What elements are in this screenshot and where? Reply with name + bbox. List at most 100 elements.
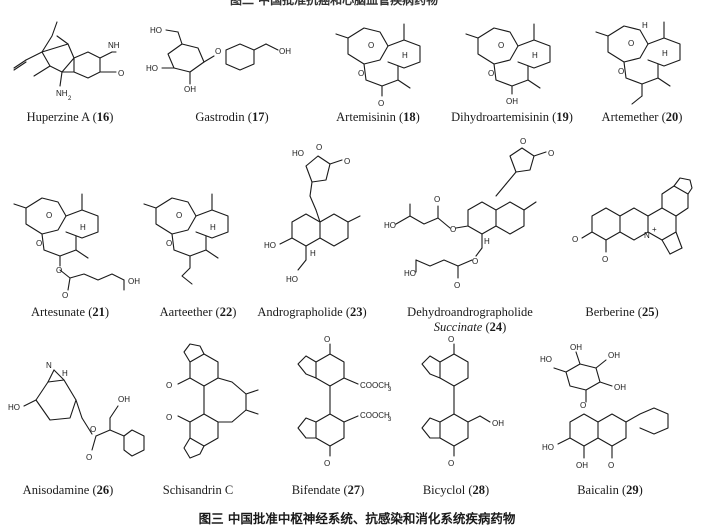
bicyclol-structure: OH O O xyxy=(421,335,504,468)
svg-text:H: H xyxy=(62,369,68,378)
svg-text:O: O xyxy=(448,459,454,468)
artesunate-structure: O O O O OH H xyxy=(13,193,140,300)
caption-dihydroartemisinin: Dihydroartemisinin (19) xyxy=(451,110,573,124)
svg-text:O: O xyxy=(118,69,124,78)
svg-text:NH: NH xyxy=(108,41,120,50)
svg-text:O: O xyxy=(36,239,42,248)
caption-dehydroandrographolide-succinate: Dehydroandrographolide Succinate (24) xyxy=(407,305,533,334)
svg-text:O: O xyxy=(472,257,478,266)
svg-text:HO: HO xyxy=(540,355,552,364)
caption-baicalin: Baicalin (29) xyxy=(577,483,643,497)
svg-text:O: O xyxy=(324,335,330,344)
caption-andrographolide: Andrographolide (23) xyxy=(257,305,367,319)
svg-text:O: O xyxy=(215,47,221,56)
svg-text:HO: HO xyxy=(146,64,158,73)
dihydroartemisinin-structure: O O OH H xyxy=(465,23,551,106)
gastrodin-structure: HO HO OH O OH xyxy=(146,26,291,94)
svg-text:O: O xyxy=(608,461,614,470)
svg-text:HO: HO xyxy=(286,275,298,284)
svg-text:N: N xyxy=(46,361,52,370)
caption-aarteether: Aarteether (22) xyxy=(159,305,237,319)
svg-text:HO: HO xyxy=(150,26,162,35)
svg-text:HO: HO xyxy=(292,149,304,158)
svg-text:OH: OH xyxy=(128,277,140,286)
caption-anisodamine: Anisodamine (26) xyxy=(22,483,114,497)
svg-text:H: H xyxy=(210,223,216,232)
artemisinin-structure: O O O H xyxy=(335,23,421,108)
svg-text:H: H xyxy=(80,223,86,232)
svg-text:H: H xyxy=(662,49,668,58)
svg-text:OH: OH xyxy=(576,461,588,470)
huperzine-a-structure: NH 2 NH O xyxy=(13,21,124,102)
svg-text:H: H xyxy=(532,51,538,60)
caption-bifendate: Bifendate (27) xyxy=(291,483,365,497)
svg-text:O: O xyxy=(324,459,330,468)
svg-text:HO: HO xyxy=(404,269,416,278)
svg-text:O: O xyxy=(166,239,172,248)
bifendate-structure: COOCH 3 COOCH 3 O O xyxy=(297,335,392,468)
aarteether-structure: O O H xyxy=(143,193,229,285)
caption-artemisinin: Artemisinin (18) xyxy=(336,110,420,124)
svg-text:O: O xyxy=(434,195,440,204)
svg-text:O: O xyxy=(86,453,92,462)
svg-text:O: O xyxy=(448,335,454,344)
svg-text:O: O xyxy=(316,143,322,152)
schisandrin-c-structure: O O xyxy=(166,343,259,459)
svg-text:O: O xyxy=(166,381,172,390)
atom-label: NH xyxy=(56,89,68,98)
andrographolide-structure: HO O O HO HO H xyxy=(264,143,361,284)
svg-text:O: O xyxy=(628,39,634,48)
svg-text:O: O xyxy=(56,266,62,275)
svg-text:O: O xyxy=(602,255,608,264)
svg-text:OH: OH xyxy=(506,97,518,106)
svg-text:3: 3 xyxy=(388,387,392,393)
anisodamine-structure: N HO O O OH H xyxy=(8,361,145,462)
svg-text:OH: OH xyxy=(118,395,130,404)
svg-text:O: O xyxy=(368,41,374,50)
svg-text:O: O xyxy=(618,67,624,76)
svg-text:HO: HO xyxy=(8,403,20,412)
svg-text:O: O xyxy=(498,41,504,50)
svg-text:O: O xyxy=(176,211,182,220)
caption-gastrodin: Gastrodin (17) xyxy=(195,110,269,124)
svg-text:O: O xyxy=(548,149,554,158)
svg-text:O: O xyxy=(378,99,384,108)
svg-text:H: H xyxy=(484,237,490,246)
svg-text:O: O xyxy=(488,69,494,78)
svg-text:O: O xyxy=(344,157,350,166)
svg-text:O: O xyxy=(520,137,526,146)
caption-schisandrin-c: Schisandrin C xyxy=(162,483,234,497)
svg-text:O: O xyxy=(580,401,586,410)
svg-text:OH: OH xyxy=(614,383,626,392)
svg-text:HO: HO xyxy=(264,241,276,250)
caption-artesunate: Artesunate (21) xyxy=(30,305,110,319)
svg-text:O: O xyxy=(454,281,460,290)
svg-text:HO: HO xyxy=(384,221,396,230)
svg-text:N: N xyxy=(644,231,650,240)
figure-caption: 图三 中国批准中枢神经系统、抗感染和消化系统疾病药物 xyxy=(198,511,516,526)
svg-text:O: O xyxy=(46,211,52,220)
dehydroandrographolide-succinate-structure: O O O O HO O O HO H xyxy=(384,137,554,290)
baicalin-structure: HO OH OH OH O HO OH O xyxy=(540,343,669,470)
svg-text:O: O xyxy=(572,235,578,244)
svg-text:H: H xyxy=(310,249,316,258)
svg-text:COOCH: COOCH xyxy=(360,411,390,420)
caption-artemether: Artemether (20) xyxy=(601,110,683,124)
svg-text:OH: OH xyxy=(492,419,504,428)
svg-text:O: O xyxy=(358,69,364,78)
svg-text:2: 2 xyxy=(68,96,72,102)
berberine-structure: N + O O xyxy=(572,177,693,264)
previous-figure-caption-strip: 图二 中国批准抗癌和心脑血管疾病药物 xyxy=(0,0,714,7)
previous-figure-caption: 图二 中国批准抗癌和心脑血管疾病药物 xyxy=(230,0,439,7)
svg-text:OH: OH xyxy=(184,85,196,94)
caption-huperzine-a: Huperzine A (16) xyxy=(26,110,114,124)
svg-text:H: H xyxy=(402,51,408,60)
svg-text:COOCH: COOCH xyxy=(360,381,390,390)
artemether-structure: O O H H xyxy=(595,21,681,105)
svg-text:OH: OH xyxy=(570,343,582,352)
svg-text:+: + xyxy=(652,225,657,234)
svg-text:O: O xyxy=(62,291,68,300)
svg-text:OH: OH xyxy=(279,47,291,56)
svg-text:O: O xyxy=(90,425,96,434)
svg-text:HO: HO xyxy=(542,443,554,452)
